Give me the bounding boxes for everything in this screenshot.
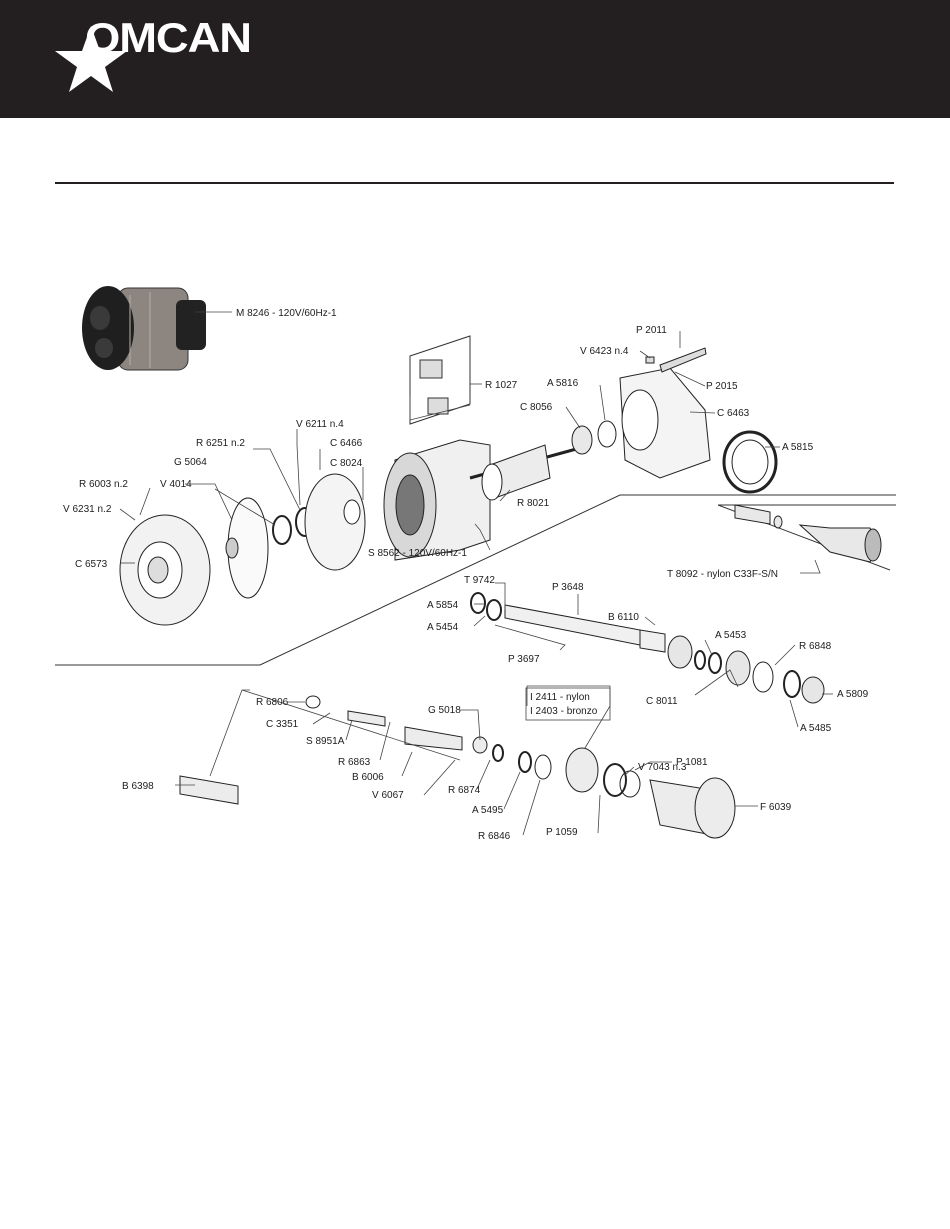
part-label: A 5809 (837, 689, 869, 700)
part-label: T 8092 - nylon C33F-S/N (667, 569, 778, 580)
part-label: R 6848 (799, 641, 832, 652)
part-label: R 6251 n.2 (196, 438, 245, 449)
part-label: A 5485 (800, 723, 832, 734)
part-label: F 6039 (760, 802, 792, 813)
brand-name: OMCAN (85, 14, 252, 61)
part-label: V 6211 n.4 (296, 419, 344, 430)
stator-illustration (383, 439, 491, 561)
motor-assembly-illustration (82, 286, 206, 371)
part-label: C 8024 (330, 458, 363, 469)
part-label: A 5453 (715, 630, 747, 641)
shaft-illustration (470, 592, 666, 653)
part-label: A 5816 (547, 378, 579, 389)
front-cover-illustration (619, 367, 711, 479)
part-label: B 6110 (608, 612, 639, 623)
part-label: A 5854 (427, 600, 459, 611)
part-label: M 8246 - 120V/60Hz-1 (236, 308, 337, 319)
rotor-illustration (469, 444, 581, 501)
bearing-set-illustration (667, 635, 825, 704)
part-label: R 8021 (517, 498, 550, 509)
part-label: C 6466 (330, 438, 363, 449)
part-label: R 6003 n.2 (79, 479, 128, 490)
omcan-logo (55, 26, 127, 92)
part-label: C 3351 (266, 719, 299, 730)
part-label: A 5495 (472, 805, 504, 816)
part-label: I 2403 - bronzo (530, 706, 598, 717)
lower-assembly-illustration (179, 695, 736, 839)
part-label: T 9742 (464, 575, 495, 586)
part-label: B 6398 (122, 781, 154, 792)
part-label: C 8056 (520, 402, 553, 413)
part-label: V 6067 (372, 790, 404, 801)
header-bar: OMCAN (0, 0, 950, 118)
part-label: R 6863 (338, 757, 371, 768)
part-label: V 6423 n.4 (580, 346, 629, 357)
part-label: P 2015 (706, 381, 738, 392)
fan-illustration (225, 497, 269, 599)
star-icon (55, 26, 127, 92)
part-label: R 6874 (448, 785, 481, 796)
part-label: R 6806 (256, 697, 289, 708)
part-label: V 4014 (160, 479, 192, 490)
tool-illustration (734, 504, 882, 563)
bushing-label-box (525, 687, 611, 721)
part-label: A 5454 (427, 622, 459, 633)
part-label: C 6463 (717, 408, 750, 419)
part-label: A 5815 (782, 442, 814, 453)
part-label: P 3697 (508, 654, 540, 665)
part-label: C 6573 (75, 559, 108, 570)
part-label: G 5064 (174, 457, 207, 468)
seal-illustration (722, 430, 778, 494)
flange-illustration (304, 473, 366, 571)
bearing-illustrations (571, 420, 617, 455)
bolt-illustrations (645, 347, 707, 373)
part-label: P 1081 (676, 757, 708, 768)
part-label: I 2411 - nylon (530, 692, 590, 703)
leader-lines (119, 311, 833, 836)
part-label: C 8011 (646, 696, 678, 707)
part-label: G 5018 (428, 705, 461, 716)
part-label: S 8951A (306, 736, 345, 747)
part-label: B 6006 (352, 772, 384, 783)
switch-box-illustration (409, 335, 471, 425)
rear-cover-illustration (119, 514, 211, 626)
part-label: P 3648 (552, 582, 584, 593)
part-label: S 8562 - 120V/60Hz-1 (368, 548, 467, 559)
part-label: P 2011 (636, 325, 667, 336)
part-label: P 1059 (546, 827, 578, 838)
title-rule (55, 182, 894, 184)
part-labels: M 8246 - 120V/60Hz-1 R 1027 P 2011 V 642… (63, 308, 869, 842)
part-label: V 7043 n.3 (638, 762, 687, 773)
part-label: R 1027 (485, 380, 518, 391)
part-label: R 6846 (478, 831, 511, 842)
part-label: V 6231 n.2 (63, 504, 112, 515)
